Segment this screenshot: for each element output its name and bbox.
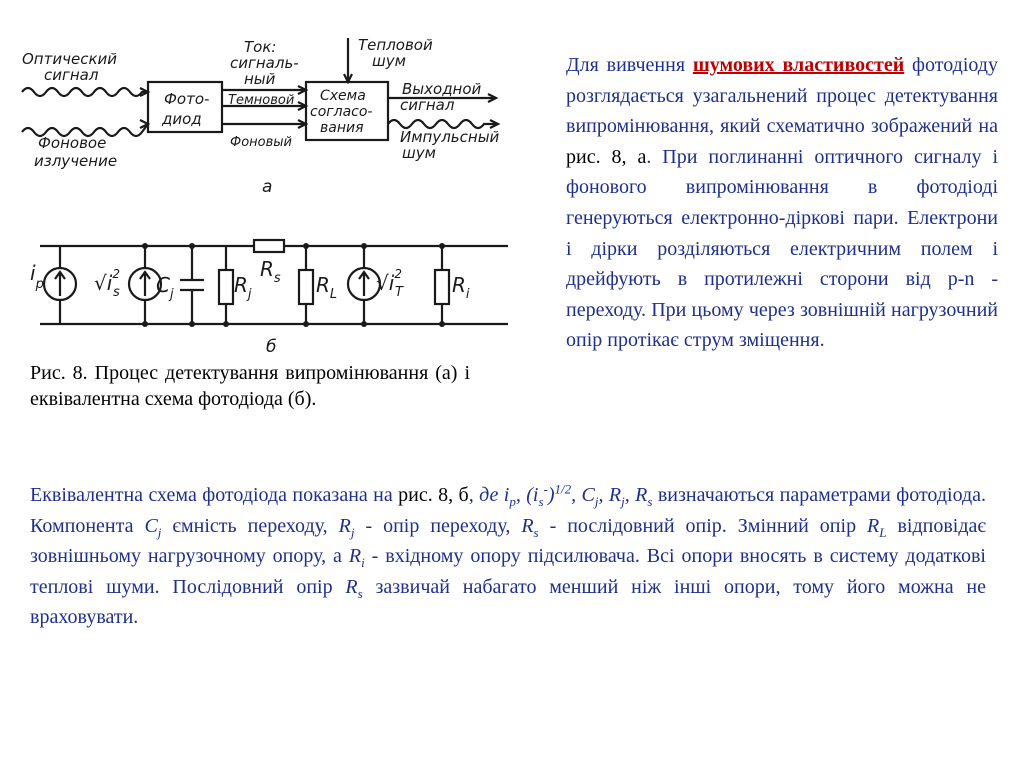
bottom-paragraph: Еквівалентна схема фотодіода показана на… bbox=[30, 481, 987, 628]
figure-caption: Рис. 8. Процес детектування випромінюван… bbox=[30, 362, 470, 410]
svg-text:вания: вания bbox=[320, 120, 364, 136]
photodiode-label: Фото- bbox=[164, 90, 209, 108]
figure-label-a: а bbox=[262, 177, 272, 197]
rj-label: Rj bbox=[234, 273, 252, 302]
svg-text:излучение: излучение bbox=[34, 152, 117, 170]
figure-label-b: б bbox=[266, 337, 276, 357]
ri-label: Ri bbox=[452, 273, 470, 302]
cj-label: Cj bbox=[156, 273, 174, 302]
background-current-label: Фоновый bbox=[230, 135, 292, 150]
rs-resistor bbox=[252, 238, 286, 254]
background-radiation-wave bbox=[21, 123, 149, 138]
svg-text:ный: ный bbox=[244, 70, 276, 88]
thermal-noise-label: Тепловой bbox=[358, 36, 433, 54]
current-label: Ток: bbox=[244, 38, 276, 56]
impulse-noise-wave bbox=[387, 118, 498, 130]
rl-resistor bbox=[297, 268, 315, 306]
svg-text:шум: шум bbox=[402, 144, 436, 162]
svg-text:сигналь-: сигналь- bbox=[230, 54, 299, 72]
rl-label: RL bbox=[316, 273, 337, 302]
svg-text:сигнал: сигнал bbox=[44, 66, 99, 84]
svg-text:диод: диод bbox=[161, 110, 202, 128]
background-radiation-label: Фоновое bbox=[38, 134, 106, 152]
output-signal-label: Выходной bbox=[402, 80, 482, 98]
noise-properties-highlight: шумових властивостей bbox=[692, 54, 905, 76]
figure-8: Оптический сигнал Фоновое излучение Ток:… bbox=[21, 36, 508, 357]
svg-text:шум: шум bbox=[372, 52, 406, 70]
right-paragraph: Для вивчення шумових властивостей фотоді… bbox=[566, 54, 998, 352]
rj-resistor bbox=[217, 268, 235, 306]
ip-label: ip bbox=[30, 261, 44, 292]
svg-text:согласо-: согласо- bbox=[310, 104, 372, 120]
ri-resistor bbox=[433, 268, 451, 306]
optical-signal-label: Оптический bbox=[22, 50, 117, 68]
pulse-noise-label: Импульсный bbox=[400, 128, 500, 146]
svg-text:сигнал: сигнал bbox=[400, 96, 455, 114]
matching-circuit-label: Схема bbox=[320, 88, 366, 104]
optical-signal-wave bbox=[21, 86, 148, 98]
rs-label: Rs bbox=[260, 257, 281, 286]
dark-current-label: Темновой bbox=[228, 93, 294, 108]
